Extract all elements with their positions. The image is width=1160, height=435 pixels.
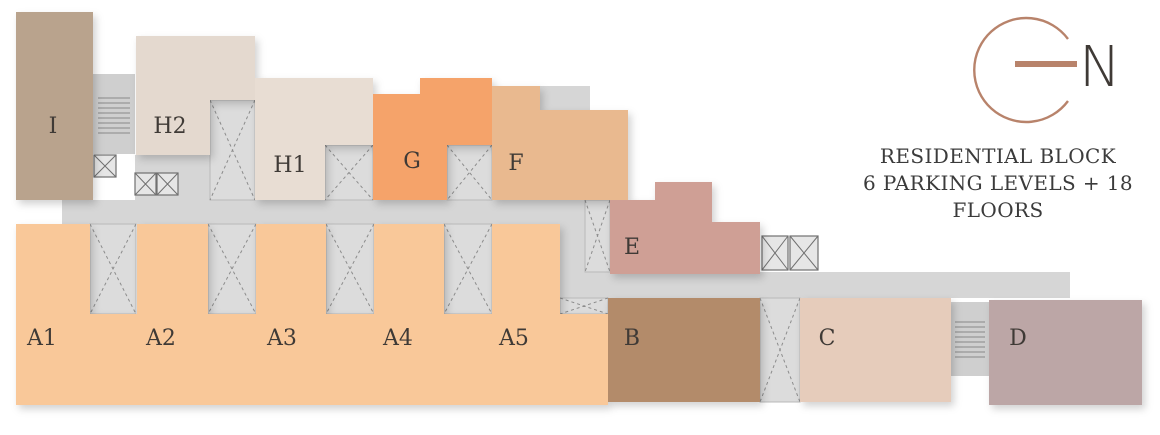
block-f bbox=[492, 86, 628, 200]
stairs bbox=[93, 74, 989, 376]
void-b-c bbox=[759, 297, 801, 403]
logo-ring-icon bbox=[973, 16, 1069, 124]
label-g: G bbox=[403, 149, 421, 174]
block-e bbox=[610, 182, 760, 274]
label-h2: H2 bbox=[153, 114, 186, 139]
lower-corridor bbox=[560, 272, 1070, 298]
block-h2 bbox=[136, 36, 255, 155]
caption-line-1: RESIDENTIAL BLOCK bbox=[879, 144, 1117, 168]
block-b bbox=[608, 298, 760, 402]
block-a3 bbox=[256, 224, 374, 405]
caption-line-2: 6 PARKING LEVELS + 18 bbox=[862, 171, 1134, 195]
label-f: F bbox=[508, 151, 523, 176]
label-e: E bbox=[624, 235, 640, 260]
caption-line-3: FLOORS bbox=[952, 198, 1044, 222]
label-a2: A2 bbox=[145, 326, 176, 351]
block-i bbox=[16, 12, 93, 200]
upper-corridor bbox=[62, 200, 622, 224]
lift-h2-2 bbox=[156, 172, 179, 196]
block-a5 bbox=[492, 224, 608, 405]
label-a4: A4 bbox=[382, 326, 413, 351]
lift-e-1 bbox=[761, 235, 789, 271]
lift-h2-1 bbox=[134, 172, 157, 196]
logo: N bbox=[973, 16, 1121, 124]
block-d bbox=[989, 300, 1142, 405]
stair-c-d bbox=[951, 302, 989, 376]
label-d: D bbox=[1009, 326, 1027, 351]
label-h1: H1 bbox=[273, 153, 306, 178]
label-b: B bbox=[624, 326, 640, 351]
block-a4 bbox=[374, 224, 492, 405]
block-h1 bbox=[255, 78, 373, 200]
top-strip-corridor bbox=[540, 86, 590, 110]
stair-i-h2 bbox=[93, 74, 135, 154]
label-a1: A1 bbox=[26, 326, 57, 351]
lifts bbox=[93, 154, 819, 271]
lift-e-2 bbox=[789, 235, 819, 271]
label-a5: A5 bbox=[498, 326, 529, 351]
void-g bbox=[446, 144, 493, 201]
label-a3: A3 bbox=[266, 326, 297, 351]
blocks bbox=[16, 12, 1142, 405]
lift-i bbox=[93, 154, 117, 178]
block-c bbox=[800, 298, 951, 402]
void-a2 bbox=[207, 223, 257, 315]
void-a4 bbox=[443, 223, 493, 315]
label-i: I bbox=[49, 114, 58, 139]
void-a1 bbox=[89, 223, 137, 315]
block-labels: I H2 H1 G F E A1 A2 A3 A4 A5 B C D bbox=[26, 114, 1027, 351]
void-a3 bbox=[325, 223, 375, 315]
void-h2 bbox=[209, 99, 256, 201]
block-a1 bbox=[16, 224, 137, 405]
block-a2 bbox=[137, 224, 256, 405]
void-e bbox=[584, 199, 611, 273]
void-a5-b bbox=[559, 297, 609, 315]
project-caption: RESIDENTIAL BLOCK 6 PARKING LEVELS + 18 … bbox=[838, 143, 1158, 224]
logo-bar-icon bbox=[1015, 61, 1077, 67]
label-c: C bbox=[819, 326, 836, 351]
logo-letter-n: N bbox=[1079, 35, 1121, 100]
block-g bbox=[373, 78, 492, 200]
void-h1 bbox=[324, 144, 374, 201]
voids bbox=[89, 99, 801, 403]
